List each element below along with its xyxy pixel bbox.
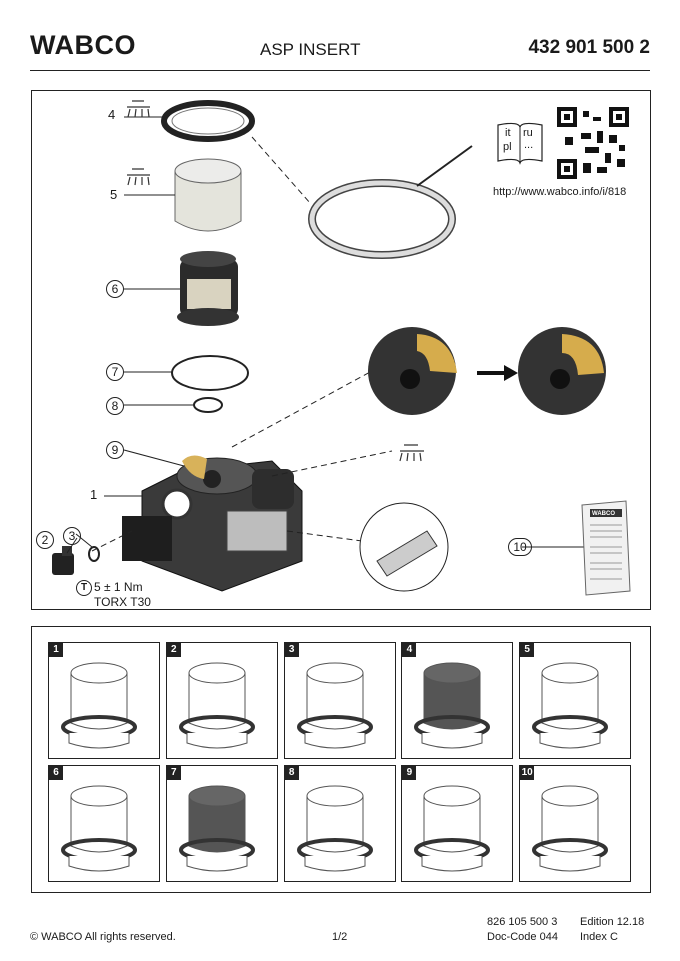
detail-insert-after [562,334,604,375]
installation-steps-panel: 1 2 3 4 5 6 7 8 9 10 [31,626,651,893]
page-number: 1/2 [332,931,348,943]
arrow-right-head-icon [504,365,518,381]
callout-3: 3 [63,527,81,545]
step-number: 2 [166,643,181,657]
index: Index C [580,931,618,943]
step-panel-2: 2 [165,642,278,759]
step-panel-6: 6 [48,765,160,882]
doc-code: Doc-Code 044 [487,931,558,943]
valve-housing [122,455,303,592]
callout-10: 10 [508,538,532,556]
step-panel-7: 7 [165,765,278,882]
lang-it: it [505,127,511,139]
step-panel-5: 5 [519,642,632,759]
step-illustration [178,662,255,749]
step-illustration [296,662,373,749]
step-panel-3: 3 [283,642,396,759]
step-panel-1: 1 [48,642,160,759]
detail-port-after [550,369,570,389]
step-number: 7 [166,766,181,780]
leader-lines [66,116,587,554]
header-rule [30,70,650,71]
step-illustration [414,785,491,872]
step-number: 6 [49,766,63,780]
edition: Edition 12.18 [580,916,645,928]
lang-more: ... [524,139,534,151]
part-number: 432 901 500 2 [528,37,650,58]
lang-pl: pl [503,141,512,153]
callout-1: 1 [90,487,98,502]
step-illustration [532,785,609,872]
copyright: © WABCO All rights reserved. [30,931,176,943]
tool-spec: TORX T30 [94,595,151,609]
ring-detail-view [308,145,473,259]
step-illustration [532,662,609,749]
step-panel-4: 4 [401,642,514,759]
doc-number: 826 105 500 3 [487,916,558,928]
leaflet-brand: WABCO [592,511,615,517]
qr-code [557,107,629,179]
callout-2: 2 [36,531,54,549]
cover-part [174,158,242,232]
step-illustration [296,785,373,872]
callout-5: 5 [110,187,118,202]
clamping-ring-part [161,100,255,142]
info-url[interactable]: http://www.wabco.info/i/818 [493,186,627,198]
step-illustration [178,785,255,872]
lang-ru: ru [523,127,533,139]
cleaning-icon [127,100,424,462]
step-number: 4 [402,643,417,657]
detail-screw [376,530,438,577]
exploded-view-panel: 4 5 6 7 8 9 1 3 2 10 T 5 ± 1 Nm TORX T30… [31,90,651,610]
step-number: 3 [284,643,299,657]
callout-9: 9 [106,441,124,459]
step-illustration [61,662,137,749]
o-ring-plug [88,546,100,562]
instruction-leaflet [581,500,631,596]
step-number: 10 [520,766,535,780]
step-panel-8: 8 [283,765,396,882]
callout-4: 4 [108,107,116,122]
o-ring-large [171,355,249,391]
step-number: 5 [520,643,535,657]
plug-part [52,546,74,575]
step-number: 1 [49,643,63,657]
torque-value: 5 ± 1 Nm [94,580,143,594]
step-number: 8 [284,766,299,780]
callout-7: 7 [106,363,124,381]
exploded-view-drawing [52,100,631,596]
o-ring-small [193,397,223,413]
filter-cartridge-part [177,251,239,326]
detail-insert-before [417,334,457,373]
step-illustration [414,662,491,749]
step-panel-10: 10 [519,765,632,882]
torque-symbol: T [76,580,92,596]
step-panel-9: 9 [401,765,514,882]
detail-port-before [400,369,420,389]
step-number: 9 [402,766,417,780]
step-illustration [61,785,137,872]
language-book-icon [497,122,543,165]
document-title: ASP INSERT [260,40,361,59]
callout-8: 8 [106,397,124,415]
wabco-logo: WABCO [30,30,136,60]
callout-6: 6 [106,280,124,298]
